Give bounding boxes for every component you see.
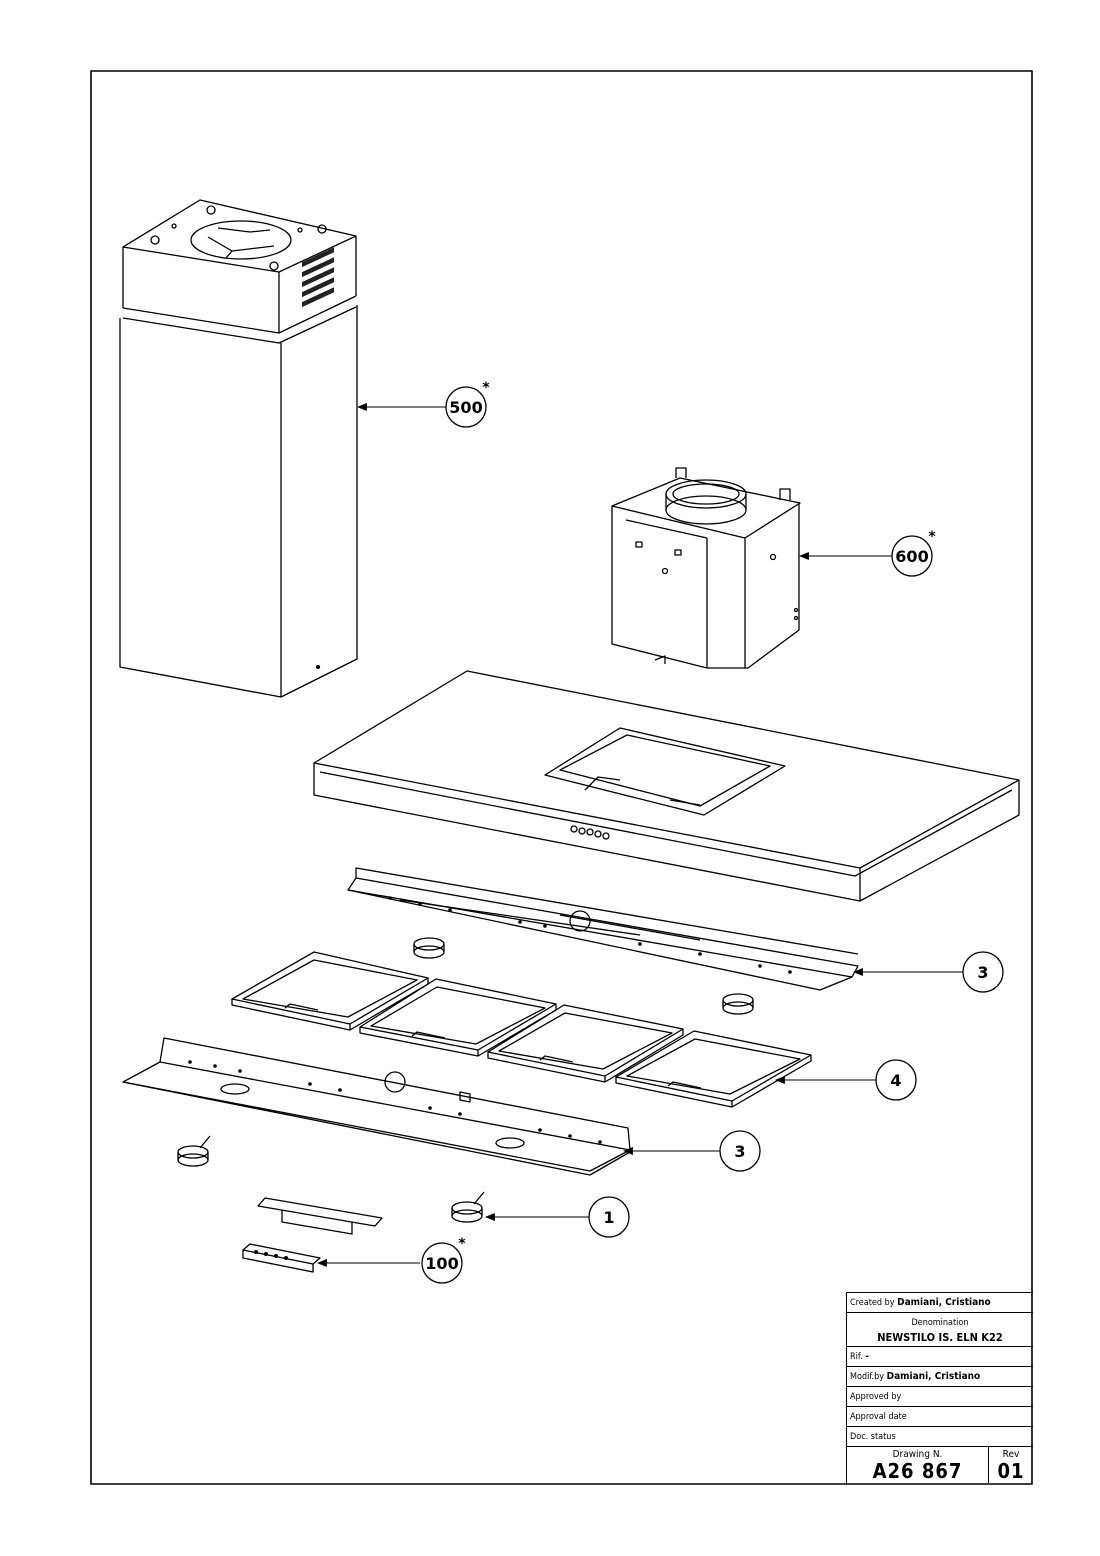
doc-status-label: Doc. status bbox=[850, 1432, 896, 1442]
drawing-n-value: A26 867 bbox=[872, 1459, 963, 1483]
approval-date-label: Approval date bbox=[850, 1412, 907, 1422]
hood-body-part bbox=[313, 670, 1020, 902]
denomination-cell: Denomination NEWSTILO IS. ELN K22 bbox=[847, 1313, 1033, 1347]
rev-box: Rev 01 bbox=[989, 1447, 1033, 1483]
control-buttons bbox=[570, 825, 610, 840]
grease-filter-part bbox=[615, 1030, 812, 1108]
svg-text:600: 600 bbox=[895, 547, 928, 566]
lamp-part bbox=[177, 1135, 211, 1167]
drawing-n-box: Drawing N. A26 867 bbox=[847, 1447, 989, 1483]
drawing-number-cell: Drawing N. A26 867 Rev 01 bbox=[847, 1447, 1033, 1483]
doc-status-row: Doc. status bbox=[847, 1427, 1033, 1447]
grease-filter-part bbox=[487, 1004, 684, 1083]
svg-text:100: 100 bbox=[425, 1254, 458, 1273]
rif-value: - bbox=[865, 1351, 869, 1362]
approved-by-row: Approved by bbox=[847, 1387, 1033, 1407]
approval-date-row: Approval date bbox=[847, 1407, 1033, 1427]
lamp-part bbox=[413, 937, 445, 959]
leader-lines bbox=[317, 403, 963, 1267]
denomination-value: NEWSTILO IS. ELN K22 bbox=[877, 1331, 1003, 1344]
created-by-label: Created by bbox=[850, 1298, 895, 1308]
grease-filter-part bbox=[359, 978, 557, 1057]
modif-by-row: Modif.by Damiani, Cristiano bbox=[847, 1367, 1033, 1387]
svg-text:*: * bbox=[458, 1236, 466, 1252]
bracket-part bbox=[257, 1197, 383, 1235]
svg-text:*: * bbox=[928, 529, 936, 545]
svg-text:500: 500 bbox=[449, 398, 482, 417]
rif-label: Rif. bbox=[850, 1352, 863, 1362]
motor-unit-part bbox=[611, 467, 801, 669]
callout-3-lower: 3 bbox=[719, 1130, 761, 1172]
control-board-part bbox=[242, 1243, 321, 1273]
approved-by-label: Approved by bbox=[850, 1392, 902, 1402]
svg-text:4: 4 bbox=[890, 1071, 901, 1090]
upper-rail-part bbox=[347, 867, 859, 991]
svg-text:3: 3 bbox=[977, 963, 988, 982]
rif-row: Rif. - bbox=[847, 1347, 1033, 1367]
title-block: Created by Damiani, Cristiano Denominati… bbox=[846, 1292, 1033, 1485]
lamp-part bbox=[451, 1191, 485, 1223]
svg-text:*: * bbox=[482, 380, 490, 396]
created-by-row: Created by Damiani, Cristiano bbox=[847, 1293, 1033, 1313]
chimney-column-part bbox=[119, 199, 358, 698]
drawing-n-label: Drawing N. bbox=[892, 1449, 943, 1460]
callout-3-upper: 3 bbox=[962, 951, 1004, 993]
callout-1: 1 bbox=[588, 1196, 630, 1238]
modif-by-label: Modif.by bbox=[850, 1372, 885, 1382]
denomination-label: Denomination bbox=[911, 1318, 969, 1328]
rev-label: Rev bbox=[1002, 1449, 1020, 1460]
drawing-frame bbox=[90, 70, 1033, 1485]
created-by-value: Damiani, Cristiano bbox=[897, 1297, 991, 1308]
svg-text:3: 3 bbox=[734, 1142, 745, 1161]
lamp-part bbox=[722, 993, 754, 1015]
callout-500: 500 * bbox=[445, 380, 490, 428]
callout-600: 600 * bbox=[891, 529, 936, 577]
svg-text:1: 1 bbox=[603, 1208, 614, 1227]
grease-filter-part bbox=[231, 951, 429, 1031]
rev-value: 01 bbox=[997, 1459, 1025, 1483]
callout-4: 4 bbox=[875, 1059, 917, 1101]
modif-by-value: Damiani, Cristiano bbox=[886, 1371, 981, 1382]
callout-100: 100 * bbox=[421, 1236, 466, 1284]
